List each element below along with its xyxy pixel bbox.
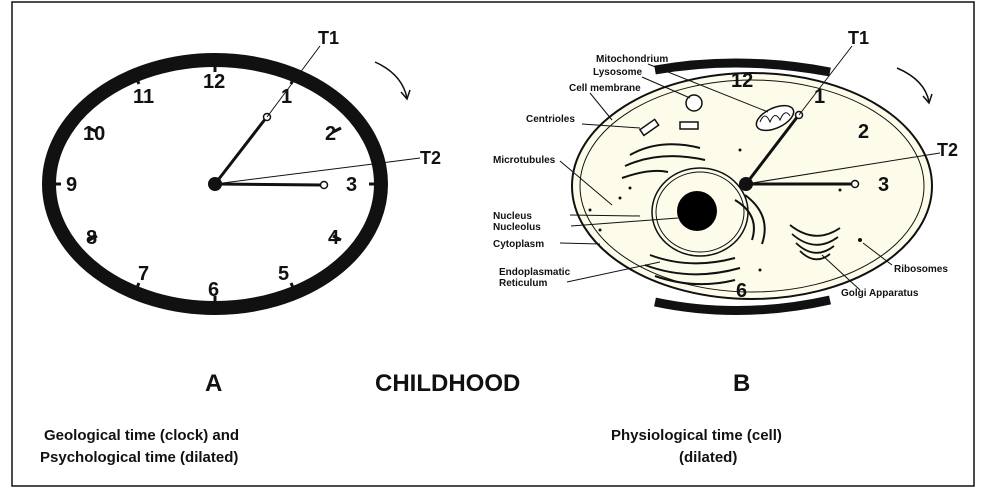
clock-a-numeral-3: 3 — [346, 174, 357, 196]
caption-a-line1: Geological time (clock) and — [44, 427, 239, 444]
clock-a-label-t2: T2 — [420, 148, 441, 168]
clock-a-numeral-10: 10 — [83, 123, 105, 145]
cell-b: 12 1 2 3 6 T1 T2 Mitochondriu — [493, 28, 958, 311]
clock-a-numeral-4: 4 — [328, 227, 340, 249]
label-nucleus: Nucleus — [493, 211, 532, 222]
caption-b-line2: (dilated) — [679, 449, 737, 466]
label-lysosome: Lysosome — [593, 67, 643, 78]
nucleolus-shape — [677, 191, 717, 231]
cell-b-hand-t2-tip — [852, 181, 859, 188]
cell-b-center — [739, 177, 753, 191]
cell-b-numeral-12: 12 — [731, 70, 753, 92]
clock-a-numeral-7: 7 — [138, 263, 149, 285]
clock-a-numeral-12: 12 — [203, 71, 225, 93]
clock-a-label-t1: T1 — [318, 28, 339, 48]
label-microtubules: Microtubules — [493, 155, 556, 166]
label-nucleolus: Nucleolus — [493, 222, 541, 233]
clock-a-hand-t2-tip — [321, 182, 328, 189]
center-title: CHILDHOOD — [375, 370, 520, 397]
cell-b-label-t2: T2 — [937, 140, 958, 160]
caption-a-line2: Psychological time (dilated) — [40, 449, 238, 466]
label-cytoplasm: Cytoplasm — [493, 239, 544, 250]
label-centrioles: Centrioles — [526, 114, 575, 125]
clock-a-center — [208, 177, 222, 191]
clock-a: 12 1 2 3 4 5 6 7 8 9 10 11 T1 T2 — [49, 28, 441, 308]
panel-b-label: B — [733, 370, 750, 397]
cell-b-numeral-6: 6 — [736, 280, 747, 302]
label-er-line2: Reticulum — [499, 278, 547, 289]
label-ribosomes: Ribosomes — [894, 264, 948, 275]
cell-b-label-t1: T1 — [848, 28, 869, 48]
label-mitochondrium: Mitochondrium — [596, 54, 668, 65]
caption-b-line1: Physiological time (cell) — [611, 427, 782, 444]
centriole-shape-2 — [680, 122, 698, 129]
panel-a-label: A — [205, 370, 222, 397]
clock-a-numeral-2: 2 — [325, 123, 336, 145]
clock-a-numeral-8: 8 — [86, 227, 97, 249]
clock-a-numeral-9: 9 — [66, 174, 77, 196]
label-cell-membrane: Cell membrane — [569, 83, 641, 94]
label-golgi: Golgi Apparatus — [841, 288, 919, 299]
cell-b-numeral-3: 3 — [878, 174, 889, 196]
cell-b-numeral-1: 1 — [814, 86, 825, 108]
clock-a-numeral-5: 5 — [278, 263, 289, 285]
clock-a-numeral-1: 1 — [281, 86, 292, 108]
clock-a-hand-t2 — [215, 184, 322, 185]
clock-a-numeral-6: 6 — [208, 279, 219, 301]
cell-b-numeral-2: 2 — [858, 121, 869, 143]
clock-a-numeral-11: 11 — [133, 86, 154, 108]
label-er-line1: Endoplasmatic — [499, 267, 571, 278]
